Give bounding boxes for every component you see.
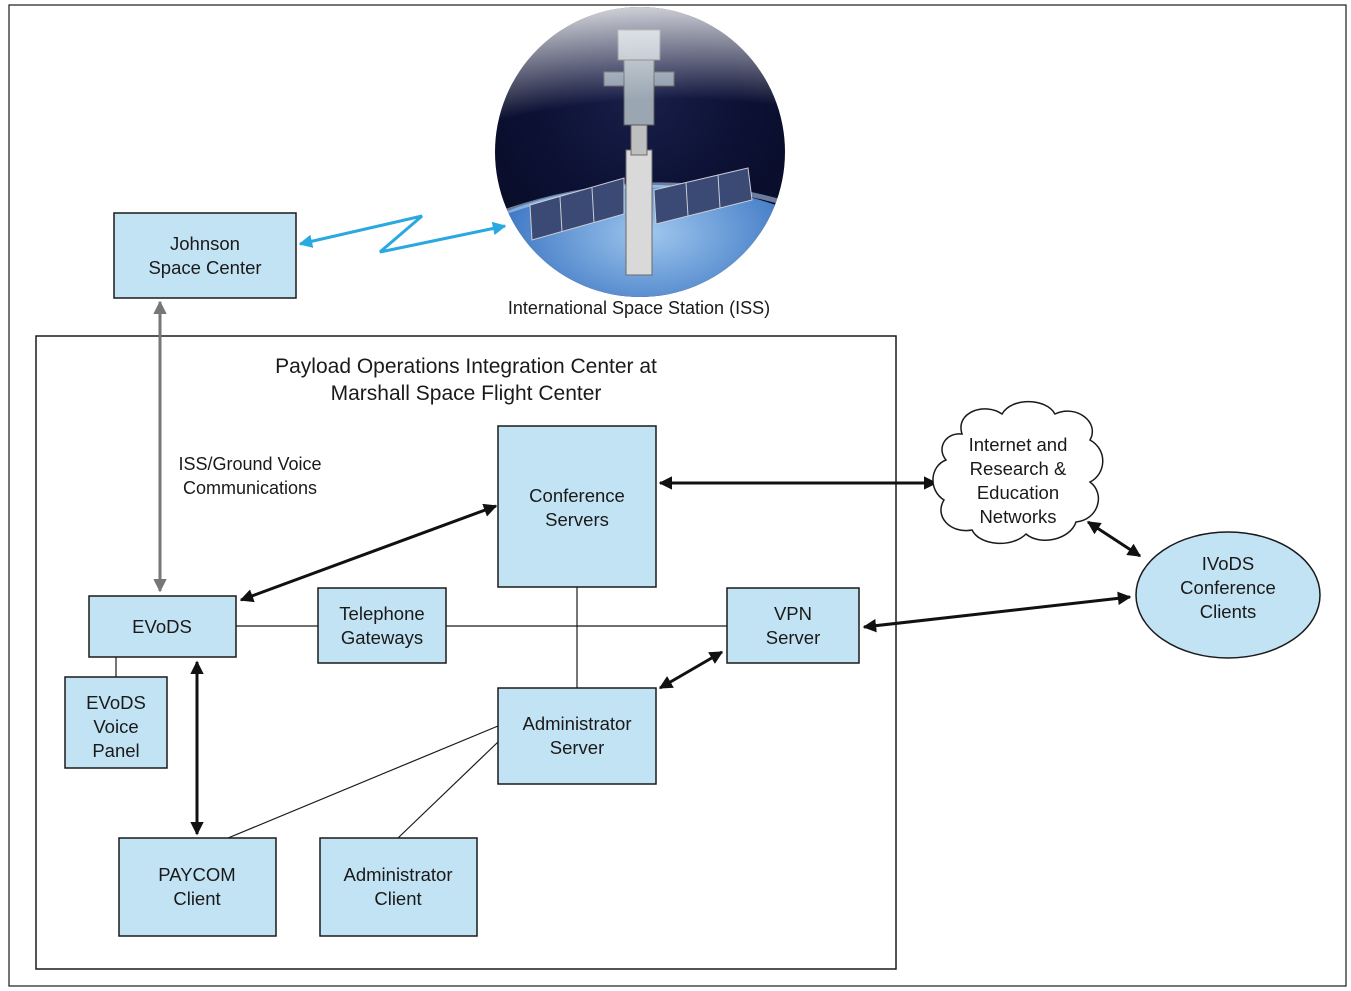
- vpn-ivods-arrow: [862, 591, 1132, 633]
- svg-text:Networks: Networks: [979, 506, 1056, 527]
- svg-text:Administrator: Administrator: [344, 864, 453, 885]
- svg-text:Client: Client: [374, 888, 421, 909]
- svg-text:Space Center: Space Center: [148, 257, 261, 278]
- admin-adminclient-line: [397, 741, 499, 839]
- svg-text:Servers: Servers: [545, 509, 609, 530]
- telephone-gateways-node: Telephone Gateways: [317, 587, 447, 664]
- svg-text:Johnson: Johnson: [170, 233, 240, 254]
- svg-text:PAYCOM: PAYCOM: [158, 864, 235, 885]
- internet-ivods-arrow: [1086, 520, 1142, 558]
- svg-text:Gateways: Gateways: [341, 627, 423, 648]
- svg-text:Server: Server: [550, 737, 605, 758]
- johnson-space-center-node: Johnson Space Center: [113, 212, 297, 299]
- svg-text:Telephone: Telephone: [339, 603, 424, 624]
- svg-text:VPN: VPN: [774, 603, 812, 624]
- evods-voice-panel-node: EVoDS Voice Panel: [64, 676, 168, 769]
- svg-text:IVoDS: IVoDS: [1202, 553, 1254, 574]
- admin-paycom-line: [227, 725, 499, 839]
- svg-text:EVoDS: EVoDS: [86, 692, 146, 713]
- voice-link-label: ISS/Ground Voice: [178, 454, 321, 474]
- iss-caption: International Space Station (ISS): [508, 298, 770, 318]
- vpn-server-node: VPN Server: [726, 587, 860, 664]
- iss-jsc-radio-link: [298, 214, 507, 254]
- svg-text:Administrator: Administrator: [523, 713, 632, 734]
- svg-text:Conference: Conference: [1180, 577, 1276, 598]
- svg-text:Clients: Clients: [1200, 601, 1257, 622]
- paycom-client-node: PAYCOM Client: [118, 837, 277, 937]
- svg-text:Education: Education: [977, 482, 1059, 503]
- svg-text:Client: Client: [173, 888, 220, 909]
- internet-cloud-node: Internet and Research & Education Networ…: [932, 400, 1104, 545]
- svg-text:Research &: Research &: [970, 458, 1067, 479]
- poic-container: [35, 335, 897, 970]
- svg-text:Panel: Panel: [92, 740, 139, 761]
- page-border: [8, 4, 1347, 987]
- conference-servers-node: Conference Servers: [497, 425, 657, 588]
- ivods-clients-node: IVoDS Conference Clients: [1135, 531, 1321, 659]
- poic-title: Payload Operations Integration Center at: [275, 355, 657, 378]
- svg-text:Internet and: Internet and: [969, 434, 1068, 455]
- poic-subtitle: Marshall Space Flight Center: [331, 382, 602, 405]
- svg-text:Server: Server: [766, 627, 821, 648]
- svg-text:Conference: Conference: [529, 485, 625, 506]
- evods-node: EVoDS: [88, 595, 237, 658]
- evods-conference-arrow: [239, 503, 498, 603]
- administrator-client-node: Administrator Client: [319, 837, 478, 937]
- administrator-server-node: Administrator Server: [497, 687, 657, 785]
- svg-text:EVoDS: EVoDS: [132, 616, 192, 637]
- svg-text:Voice: Voice: [93, 716, 138, 737]
- admin-vpn-arrow: [658, 650, 724, 690]
- voice-link-label-2: Communications: [183, 478, 317, 498]
